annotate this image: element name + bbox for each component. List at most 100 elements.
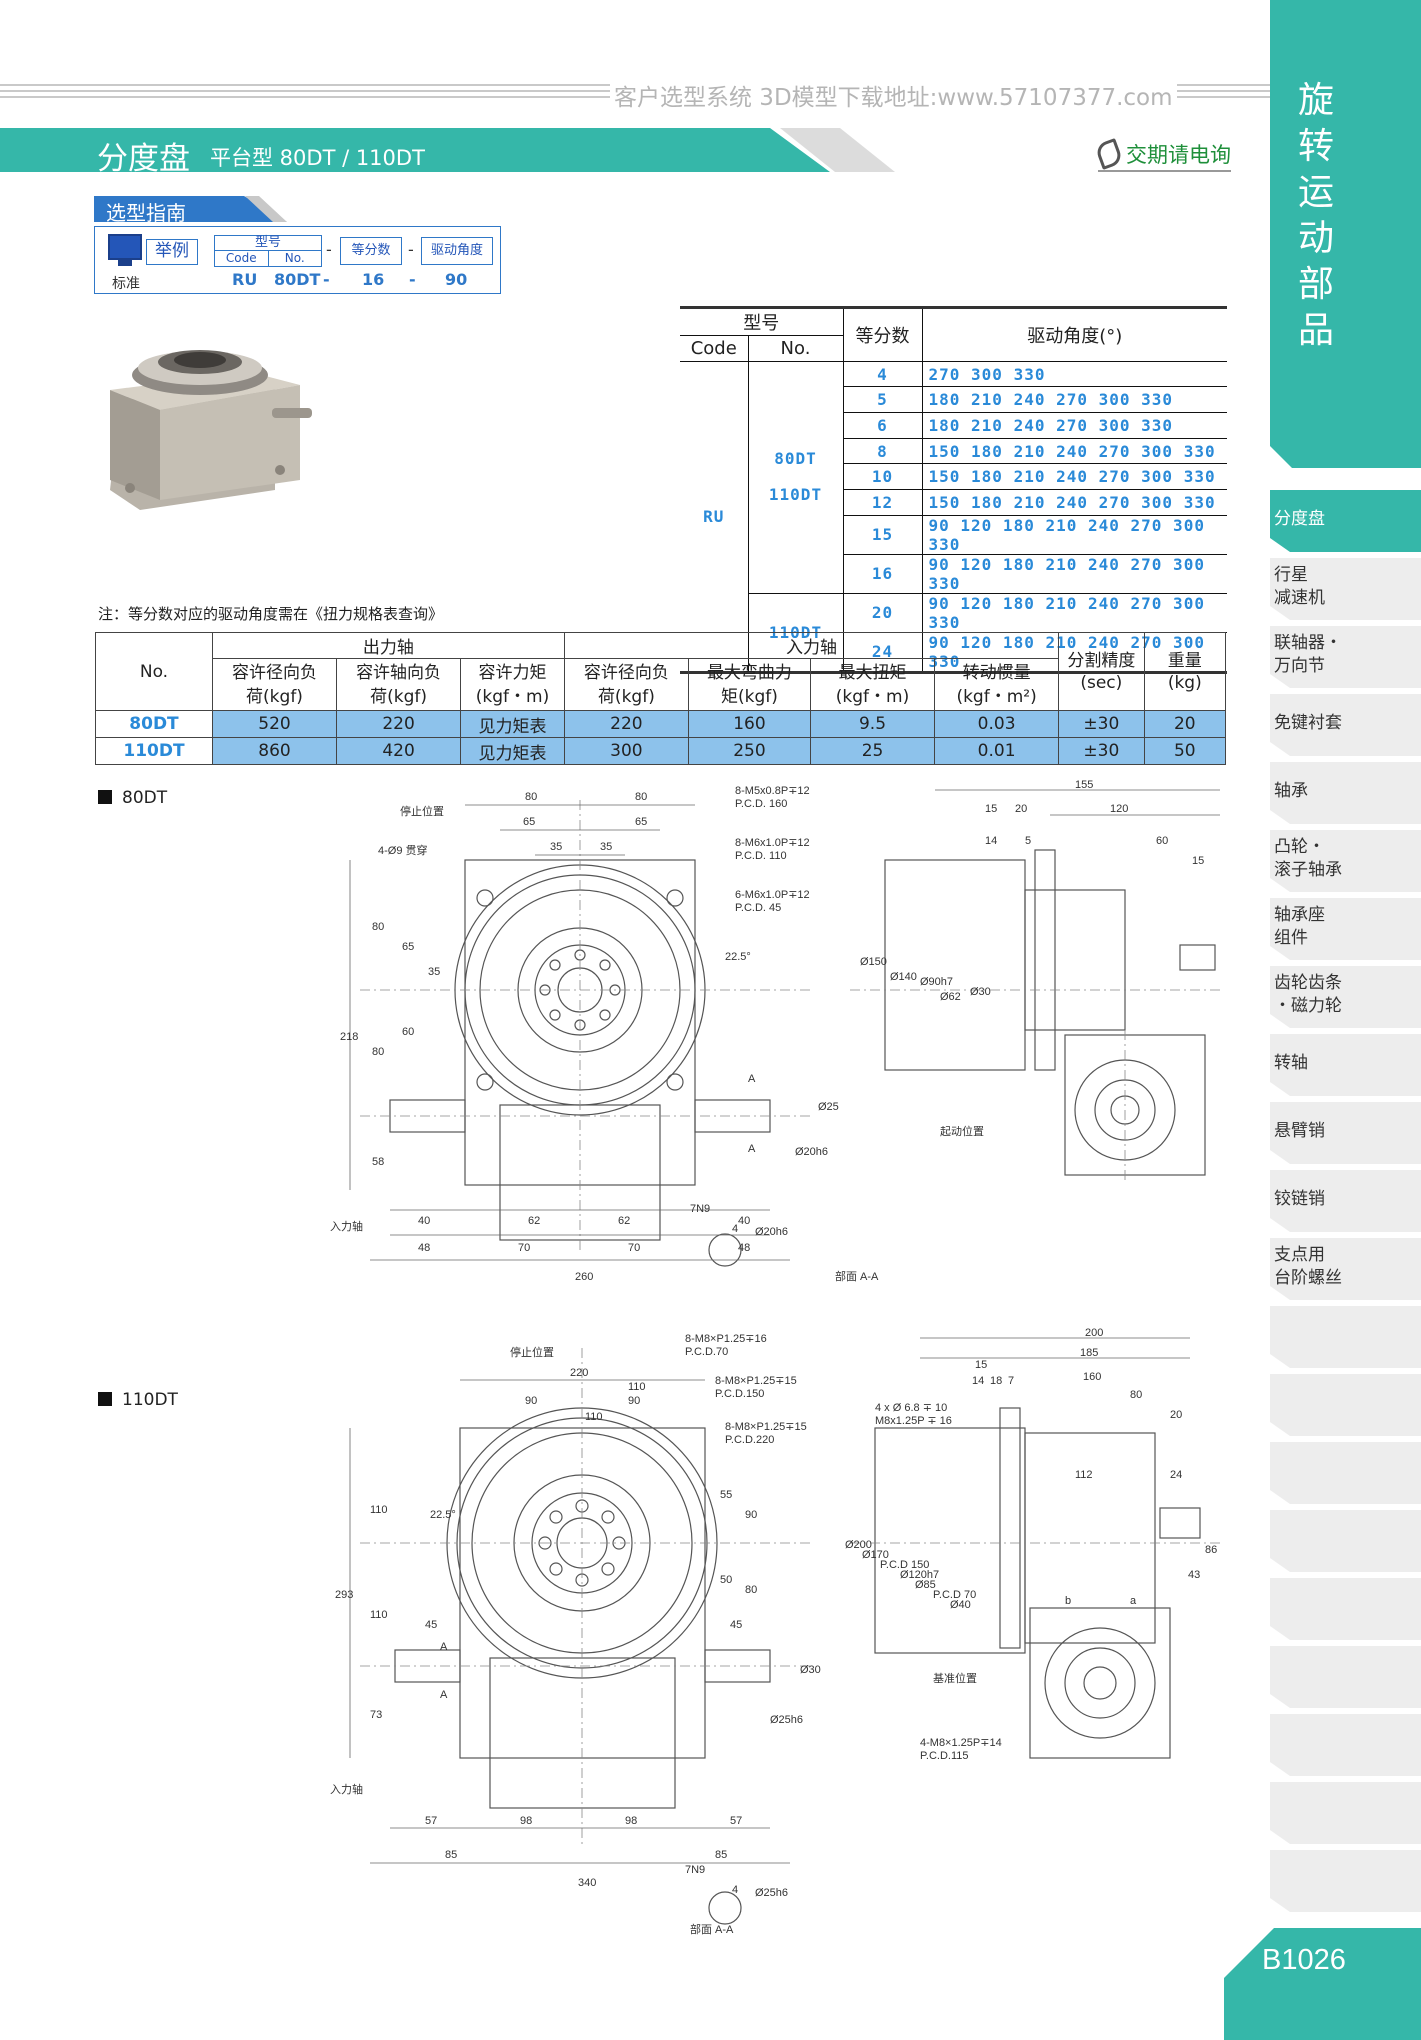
th-weight-label: 重量 [1167,650,1202,671]
selection-guide [94,226,501,294]
dim: 98 [520,1815,532,1827]
sidebar-item-empty[interactable] [1270,1510,1421,1572]
cell-angles: 150 180 210 240 270 300 330 [921,489,1227,516]
tap-label-1: 8-M5x0.8P∓12 [735,785,810,797]
drive-angle-table: 型号 等分数 驱动角度(°) Code No. RU 80DT 110DT 4 … [680,306,1227,674]
sidebar-item-shaft[interactable]: 转轴 [1270,1034,1421,1096]
th-col-line: 荷(kgf) [597,686,655,707]
dim: P.C.D 150 [880,1559,929,1571]
cell-angles: 90 120 180 210 240 270 300 330 [921,554,1227,594]
dim: 60 [402,1026,414,1038]
th-col: 最大弯曲力矩(kgf) [687,658,811,711]
sidebar-item-empty[interactable] [1270,1578,1421,1640]
sidebar-item-cam-follower[interactable]: 凸轮・ 滚子轴承 [1270,830,1421,892]
sidebar-item-label: 滚子轴承 [1274,860,1342,880]
dim: 218 [340,1031,358,1043]
sidebar-item-hinge-pin[interactable]: 铰链销 [1270,1170,1421,1232]
cell: 0.01 [934,737,1060,765]
cell: 9.5 [809,710,936,738]
sidebar-item-planetary-reducer[interactable]: 行星 减速机 [1270,558,1421,620]
th-weight: 重量 (kg) [1143,632,1227,711]
phone-icon [1094,138,1124,170]
delivery-note-text: 交期请电询 [1126,143,1231,167]
dim: 120 [1110,803,1128,815]
dim: 185 [1080,1347,1098,1359]
section-80dt: 80DT [98,788,167,808]
cell-div: 15 [842,515,922,555]
th-col-line: 荷(kgf) [246,686,303,707]
sidebar-item-empty[interactable] [1270,1850,1421,1912]
section-mark: A [440,1641,448,1653]
section-aa-label: 部面 A-A [690,1922,734,1936]
sidebar-item-indexer[interactable]: 分度盘 [1270,490,1421,552]
sidebar-item-label: 悬臂销 [1274,1121,1325,1141]
dim: 80 [635,791,647,803]
sidebar-item-bearing[interactable]: 轴承 [1270,762,1421,824]
pcd-label-1: P.C.D.70 [685,1346,728,1358]
guide-title: 选型指南 [106,201,186,225]
dim: Ø25 [818,1101,839,1113]
angle-label: 22.5° [725,951,751,963]
dim: 40 [738,1215,750,1227]
pcd-label-2: P.C.D. 110 [735,850,787,862]
dim: 35 [428,966,440,978]
th-model: 型号 [680,306,843,336]
sidebar-item-empty[interactable] [1270,1374,1421,1436]
sidebar-item-empty[interactable] [1270,1714,1421,1776]
tap-label-2: 8-M8×P1.25∓15 [715,1375,797,1387]
section-110dt: 110DT [98,1390,178,1410]
dim: 80 [372,1046,384,1058]
example-label: 举例 [146,239,198,265]
pcd-label-1: P.C.D. 160 [735,798,787,810]
row-no: 110DT [95,737,213,765]
input-shaft-label: 入力轴 [330,1219,363,1233]
th-no: No. [95,632,213,711]
sidebar-item-shoulder-screw[interactable]: 支点用 台阶螺丝 [1270,1238,1421,1300]
cell: ±30 [1058,737,1145,765]
dim: 155 [1075,780,1093,791]
dim: 57 [425,1815,437,1827]
dim: Ø20h6 [755,1226,788,1238]
dim: P.C.D 70 [933,1589,976,1601]
drawing-110dt: 停止位置 8-M8×P1.25∓16 P.C.D.70 8-M8×P1.25∓1… [330,1328,1220,1936]
sidebar-item-empty[interactable] [1270,1442,1421,1504]
cell-angles: 180 210 240 270 300 330 [921,386,1227,414]
sidebar-item-keyless-bushing[interactable]: 免键衬套 [1270,694,1421,756]
dim: 4 [732,1884,738,1896]
section-mark: A [748,1073,756,1085]
th-col: 转动惯量(kgf・m²) [934,658,1060,711]
dim: 110 [370,1609,388,1621]
dim: Ø170 [862,1549,889,1561]
cell-code: RU [680,361,748,674]
dim: 7 [1008,1375,1014,1387]
dim: 48 [738,1242,750,1254]
sidebar-item-empty[interactable] [1270,1306,1421,1368]
cell-div: 4 [842,361,922,388]
dim: 112 [1075,1469,1093,1481]
dim: 14 [972,1375,984,1387]
sidebar-item-bearing-housing[interactable]: 轴承座 组件 [1270,898,1421,960]
dim: Ø25h6 [770,1714,803,1726]
sidebar-item-empty[interactable] [1270,1782,1421,1844]
sidebar-item-label: 转轴 [1274,1053,1308,1073]
keyway-label: 7N9 [685,1864,705,1876]
bottom-tap-label: 4-M8×1.25P∓14 [920,1737,1002,1749]
cell: 250 [687,737,811,765]
sidebar-item-gear-rack[interactable]: 齿轮齿条 ・磁力轮 [1270,966,1421,1028]
dim: 35 [600,841,612,853]
sidebar-item-empty[interactable] [1270,1646,1421,1708]
sidebar-item-cantilever-pin[interactable]: 悬臂销 [1270,1102,1421,1164]
cell-angles: 90 120 180 210 240 270 300 330 [921,593,1227,633]
sidebar-item-coupling[interactable]: 联轴器・ 万向节 [1270,626,1421,688]
dim: 20 [1015,803,1027,815]
dim: Ø200 [845,1539,872,1551]
sidebar-item-label: 分度盘 [1274,509,1325,529]
sidebar-item-label: 联轴器・ [1274,633,1342,653]
dim: Ø90h7 [920,976,953,988]
dim: 15 [975,1359,987,1371]
cell: 860 [211,737,338,765]
pcd-label-3: P.C.D. 45 [735,902,781,914]
dim: Ø30 [970,986,991,998]
dim: 60 [1156,835,1168,847]
model-box: 型号 Code No. [214,235,322,267]
